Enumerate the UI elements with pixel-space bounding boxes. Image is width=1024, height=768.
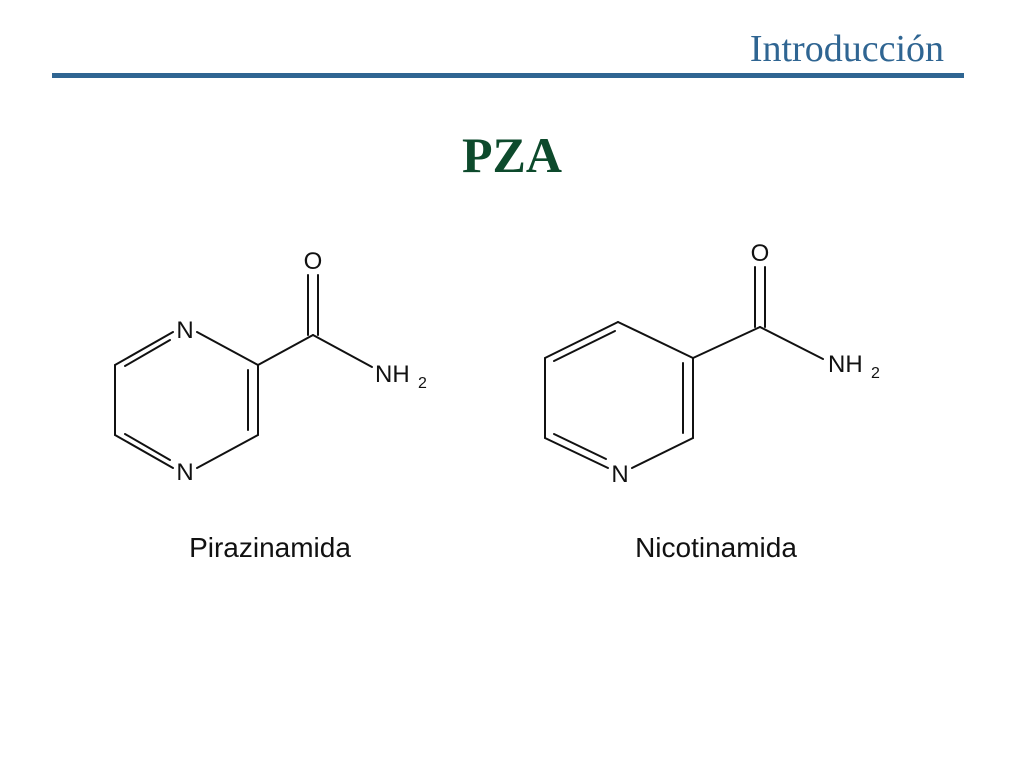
atom-oxygen: O bbox=[751, 240, 770, 267]
atom-nitrogen: N bbox=[611, 461, 628, 488]
bond bbox=[257, 334, 314, 366]
section-title: Introducción bbox=[749, 28, 944, 70]
atom-amine-subscript: 2 bbox=[871, 365, 880, 382]
bond bbox=[196, 331, 259, 366]
atom-amine: NH bbox=[375, 361, 410, 388]
caption-pirazinamida: Pirazinamida bbox=[189, 532, 351, 563]
header-rule bbox=[52, 73, 964, 78]
bond bbox=[114, 331, 174, 366]
atom-nitrogen: N bbox=[176, 317, 193, 344]
bond bbox=[553, 330, 616, 362]
slide-title: PZA bbox=[462, 127, 562, 183]
bond bbox=[124, 339, 171, 367]
pirazinamida-structure: O N N NH 2 bbox=[100, 240, 440, 490]
bond bbox=[544, 437, 609, 469]
bond bbox=[544, 321, 619, 359]
atom-nitrogen: N bbox=[176, 459, 193, 486]
bond bbox=[759, 326, 824, 360]
atom-amine-subscript: 2 bbox=[418, 375, 427, 392]
bond bbox=[631, 437, 694, 469]
bond bbox=[114, 434, 174, 469]
bond bbox=[312, 334, 373, 368]
bond bbox=[553, 433, 607, 460]
atom-oxygen: O bbox=[304, 248, 323, 275]
nicotinamida-structure: O N NH 2 bbox=[530, 235, 890, 495]
bond bbox=[196, 434, 259, 469]
caption-nicotinamida: Nicotinamida bbox=[635, 532, 797, 563]
bond bbox=[124, 433, 171, 461]
nicotinamida-svg: O N NH 2 bbox=[544, 240, 880, 488]
atom-amine: NH bbox=[828, 351, 863, 378]
bond bbox=[617, 321, 694, 359]
pirazinamida-svg: O N N NH 2 bbox=[114, 248, 427, 486]
bond bbox=[692, 326, 761, 359]
